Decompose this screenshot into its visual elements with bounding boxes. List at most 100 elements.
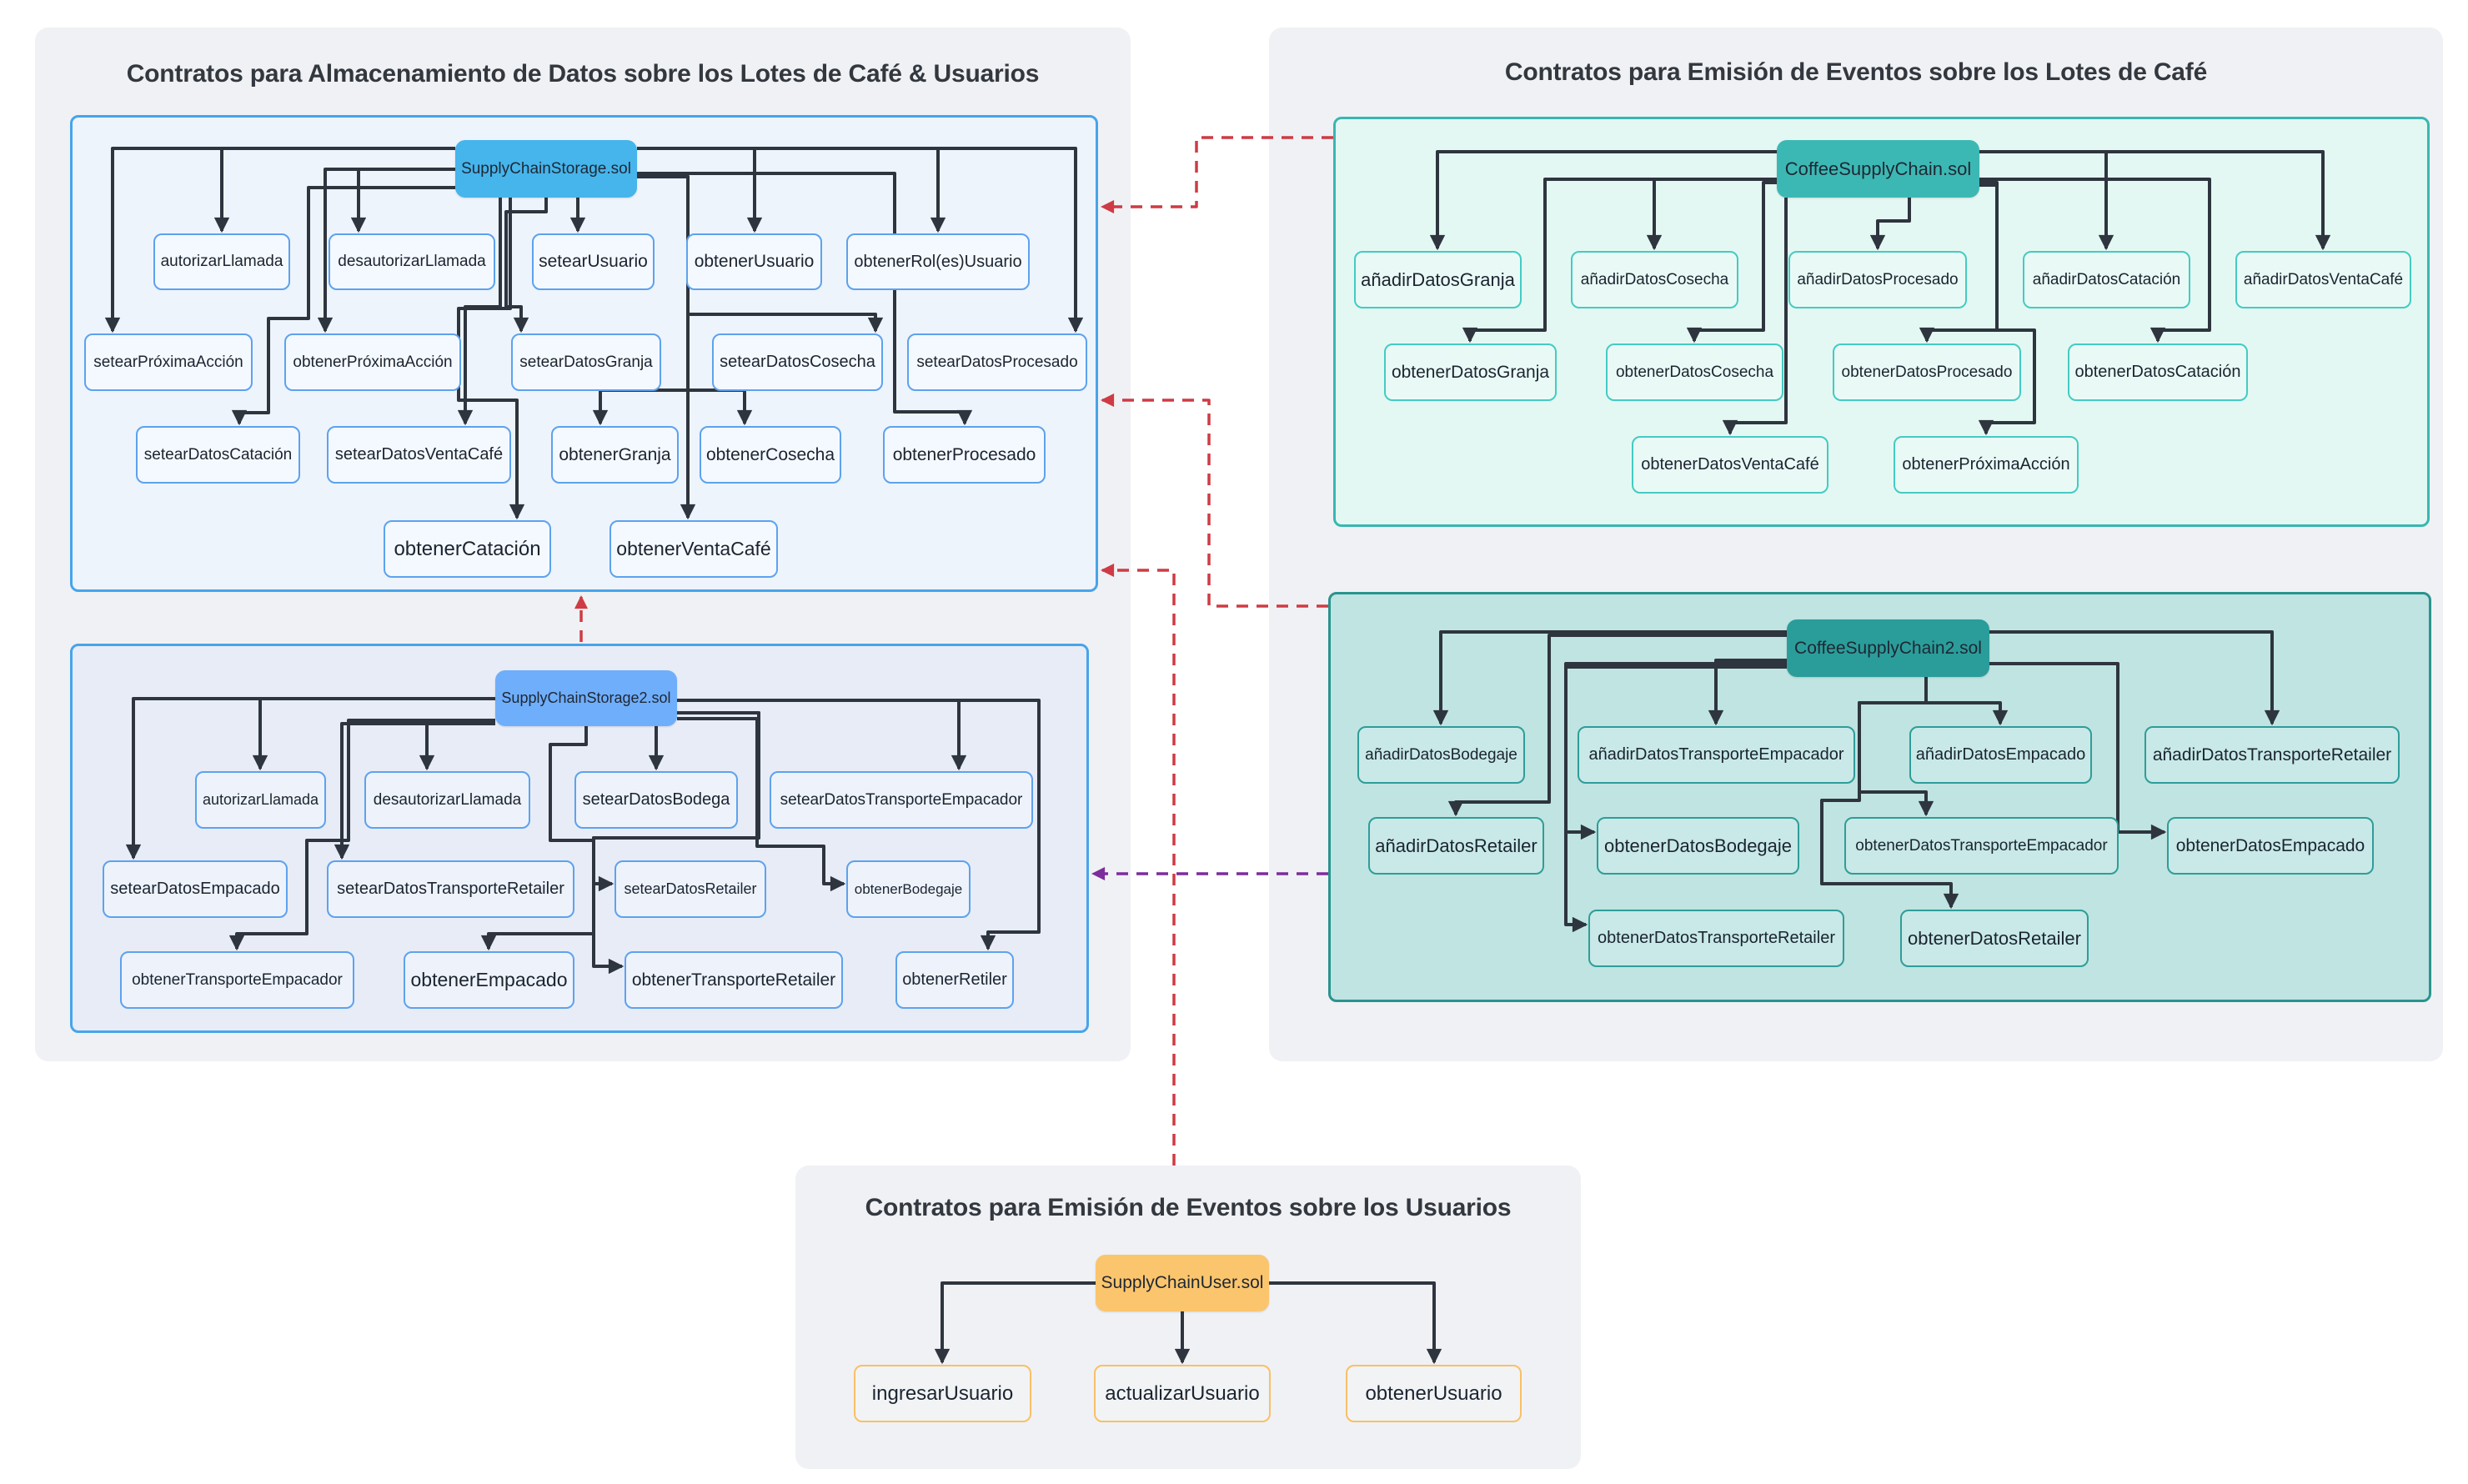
method-label: obtenerProcesado [892,444,1036,464]
call-edge-37 [1979,178,2211,343]
contract-label: SupplyChainStorage.sol [461,159,631,178]
node-obtenerempacado-storage2: obtenerEmpacado [404,951,574,1009]
call-edge-6 [637,147,763,233]
method-label: setearDatosTransporteEmpacador [780,790,1023,809]
call-edge-19 [419,722,495,771]
node-seteardatostransporteretailer-storage2: setearDatosTransporteRetailer [327,860,574,918]
method-label: obtenerCosecha [705,444,835,464]
node-obtenerdatosventacafe-chain1: obtenerDatosVentaCafé [1632,436,1828,494]
node-obtenerbodegaje-storage2: obtenerBodegaje [846,860,971,918]
method-label: autorizarLlamada [202,791,319,808]
call-edge-30 [1646,178,1777,251]
node-seteardatosbodega-storage2: setearDatosBodega [574,771,738,829]
call-edge-28 [677,699,1041,951]
call-edge-8 [637,147,1084,333]
method-label: obtenerRol(es)Usuario [854,252,1022,271]
node-anadirdatosprocesado-chain1: añadirDatosProcesado [1788,251,1967,308]
node-anadirdatostransporteretailer-chain2: añadirDatosTransporteRetailer [2144,726,2400,784]
call-edge-7 [637,147,946,233]
node-obtenerproximaaccion-chain1: obtenerPróximaAcción [1894,436,2079,494]
method-label: obtenerDatosEmpacado [2175,835,2365,855]
node-desautorizarllamada-storage1: desautorizarLlamada [329,233,495,290]
node-obtenerdatoscatacion-chain1: obtenerDatosCatación [2068,343,2248,401]
node-obtenerrol-es-usuario-storage1: obtenerRol(es)Usuario [846,233,1030,290]
method-label: setearDatosProcesado [916,353,1078,371]
method-label: obtenerRetiler [902,970,1007,989]
call-edge-40 [1432,630,1787,726]
dependency-edge-1 [1100,393,1328,608]
call-edge-13 [637,175,696,520]
node-desautorizarllamada-storage2: desautorizarLlamada [364,771,530,829]
contract-supplychainuser-sol: SupplyChainUser.sol [1096,1255,1269,1311]
call-edge-14 [231,186,455,426]
node-obtenerdatostransporteretailer-chain2: obtenerDatosTransporteRetailer [1588,910,1844,967]
method-label: obtenerUsuario [694,252,815,271]
method-label: obtenerUsuario [1365,1381,1502,1405]
method-label: obtenerDatosCosecha [1615,363,1774,381]
call-edge-50 [934,1281,1096,1365]
contract-label: CoffeeSupplyChain.sol [1784,158,1972,179]
node-obtenerretiler-storage2: obtenerRetiler [895,951,1014,1009]
node-obtenerusuario-storage1: obtenerUsuario [686,233,822,290]
node-obtenerventacafe-storage1: obtenerVentaCafé [609,520,778,578]
method-label: obtenerDatosCatación [2074,363,2241,381]
node-seteardatostransporteempacador-storage2: setearDatosTransporteEmpacador [770,771,1033,829]
call-edge-43 [1989,630,2280,726]
contract-supplychainstorage-sol: SupplyChainStorage.sol [455,140,637,198]
node-obtenertransporteretailer-storage2: obtenerTransporteRetailer [625,951,843,1009]
method-label: desautorizarLlamada [373,790,522,809]
call-edge-22 [677,699,967,771]
method-label: setearDatosEmpacado [110,880,280,898]
call-edge-47 [1989,662,2167,840]
method-label: obtenerPróximaAcción [1902,455,2070,474]
node-ingresarusuario-user: ingresarUsuario [854,1365,1031,1422]
call-edge-18 [125,697,495,860]
method-label: obtenerEmpacado [410,969,568,990]
node-autorizarllamada-storage2: autorizarLlamada [195,771,326,829]
node-actualizarusuario-user: actualizarUsuario [1094,1365,1271,1422]
node-obtenerdatostransporteempacador-chain2: obtenerDatosTransporteEmpacador [1844,817,2119,875]
node-obtenerdatoscosecha-chain1: obtenerDatosCosecha [1606,343,1783,401]
method-label: obtenerPróximaAcción [293,353,453,371]
method-label: setearPróximaAcción [93,353,243,371]
node-anadirdatostransporteempacador-chain2: añadirDatosTransporteEmpacador [1578,726,1855,784]
method-label: autorizarLlamada [160,253,283,270]
method-label: añadirDatosVentaCafé [2243,270,2404,288]
call-edge-33 [1979,150,2331,251]
method-label: obtenerDatosTransporteRetailer [1598,929,1835,947]
method-label: obtenerDatosBodegaje [1603,835,1793,856]
cluster-chain1 [1333,117,2430,527]
call-edge-52 [1269,1281,1442,1365]
node-seteardatoscatacion-storage1: setearDatosCatación [136,426,300,484]
method-label: actualizarUsuario [1105,1381,1260,1405]
node-anadirdatoscosecha-chain1: añadirDatosCosecha [1571,251,1738,308]
node-setearproximaaccion-storage1: setearPróximaAcción [84,333,253,391]
method-label: setearDatosCatación [143,445,293,464]
node-obtenerdatosprocesado-chain1: obtenerDatosProcesado [1833,343,2021,401]
node-obtenerdatosgranja-chain1: obtenerDatosGranja [1384,343,1557,401]
node-obtenercatacion-storage1: obtenerCatación [384,520,551,578]
node-seteardatosgranja-storage1: setearDatosGranja [511,333,661,391]
call-edge-49 [1820,677,1959,910]
method-label: obtenerDatosRetailer [1908,927,2081,949]
method-label: obtenerBodegaje [854,880,963,897]
call-edge-17 [252,697,495,771]
node-obtenerdatosretailer-chain2: obtenerDatosRetailer [1900,910,2089,967]
node-autorizarllamada-storage1: autorizarLlamada [153,233,290,290]
node-obtenerdatosempacado-chain2: obtenerDatosEmpacado [2167,817,2374,875]
call-edge-20 [334,722,495,860]
method-label: obtenerTransporteRetailer [631,970,836,990]
method-label: obtenerTransporteEmpacador [132,970,343,989]
call-edge-3 [317,168,455,333]
method-label: ingresarUsuario [871,1381,1014,1405]
node-anadirdatoscatacion-chain1: añadirDatosCatación [2023,251,2190,308]
call-edge-10 [637,172,973,426]
node-obtenerdatosbodegaje-chain2: obtenerDatosBodegaje [1597,817,1799,875]
call-edge-1 [104,147,455,333]
call-edge-25 [228,719,495,951]
method-label: añadirDatosEmpacado [1915,745,2086,764]
method-label: desautorizarLlamada [338,253,486,270]
dependency-edge-2 [1100,563,1176,1166]
